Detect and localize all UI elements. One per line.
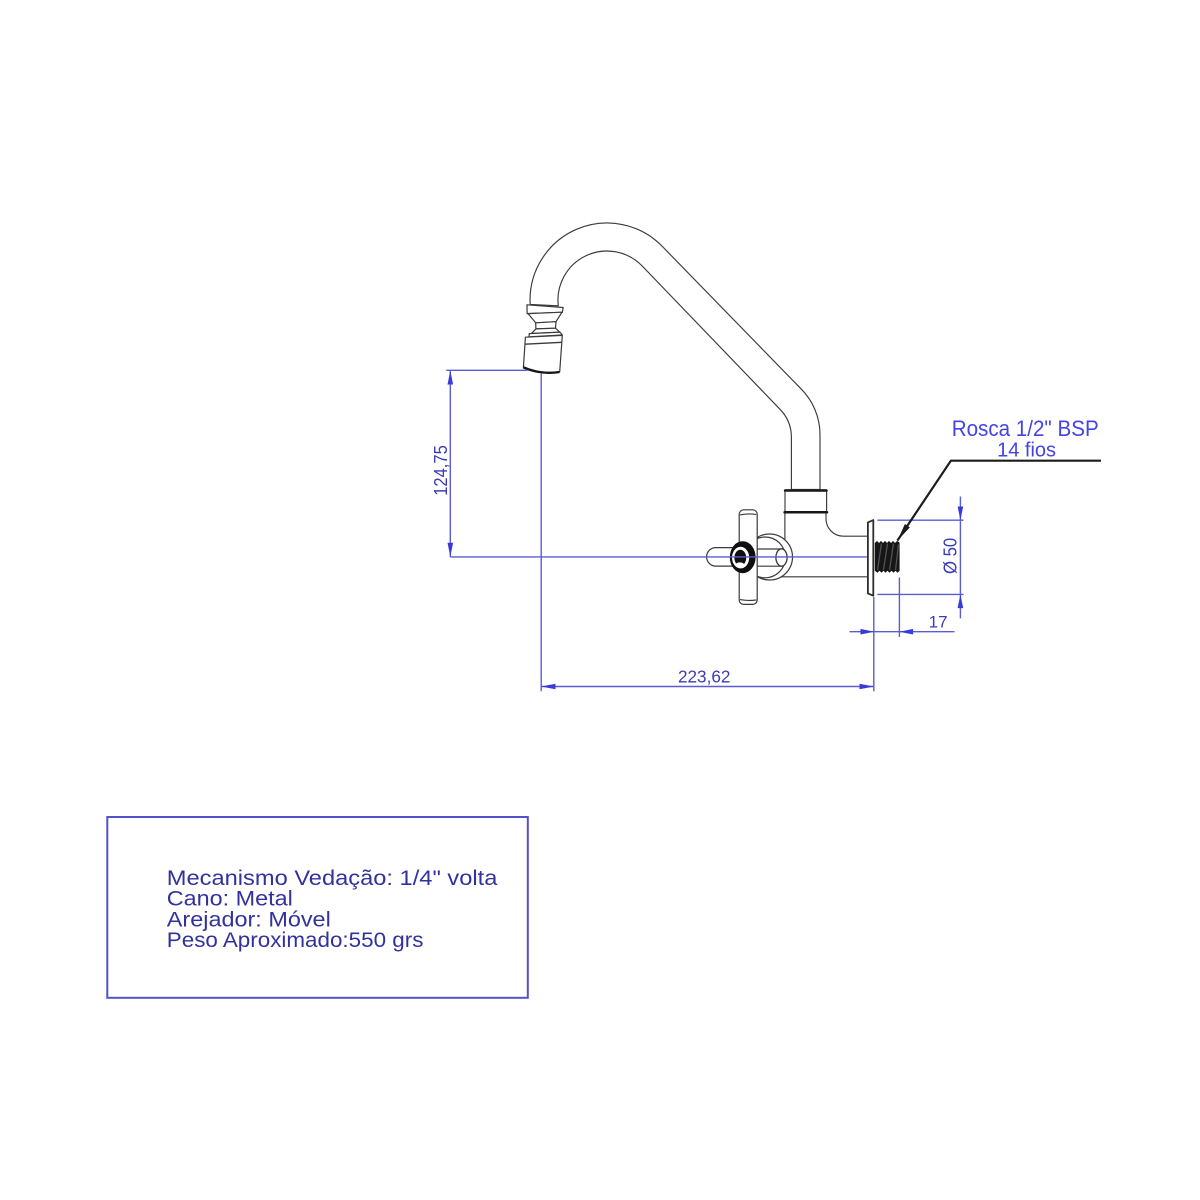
svg-text:223,62: 223,62	[678, 667, 731, 687]
svg-text:Mecanismo Vedação: 1/4" volta: Mecanismo Vedação: 1/4" volta	[167, 866, 498, 890]
svg-text:Cano: Metal: Cano: Metal	[167, 887, 293, 911]
svg-text:124,75: 124,75	[430, 445, 451, 496]
svg-text:Rosca 1/2" BSP: Rosca 1/2" BSP	[952, 416, 1099, 441]
svg-text:Peso Aproximado:550 grs: Peso Aproximado:550 grs	[167, 928, 424, 952]
svg-text:17: 17	[929, 613, 948, 632]
svg-text:Ø 50: Ø 50	[941, 538, 961, 574]
svg-text:14 fios: 14 fios	[997, 440, 1056, 462]
svg-text:Arejador: Móvel: Arejador: Móvel	[167, 907, 331, 931]
